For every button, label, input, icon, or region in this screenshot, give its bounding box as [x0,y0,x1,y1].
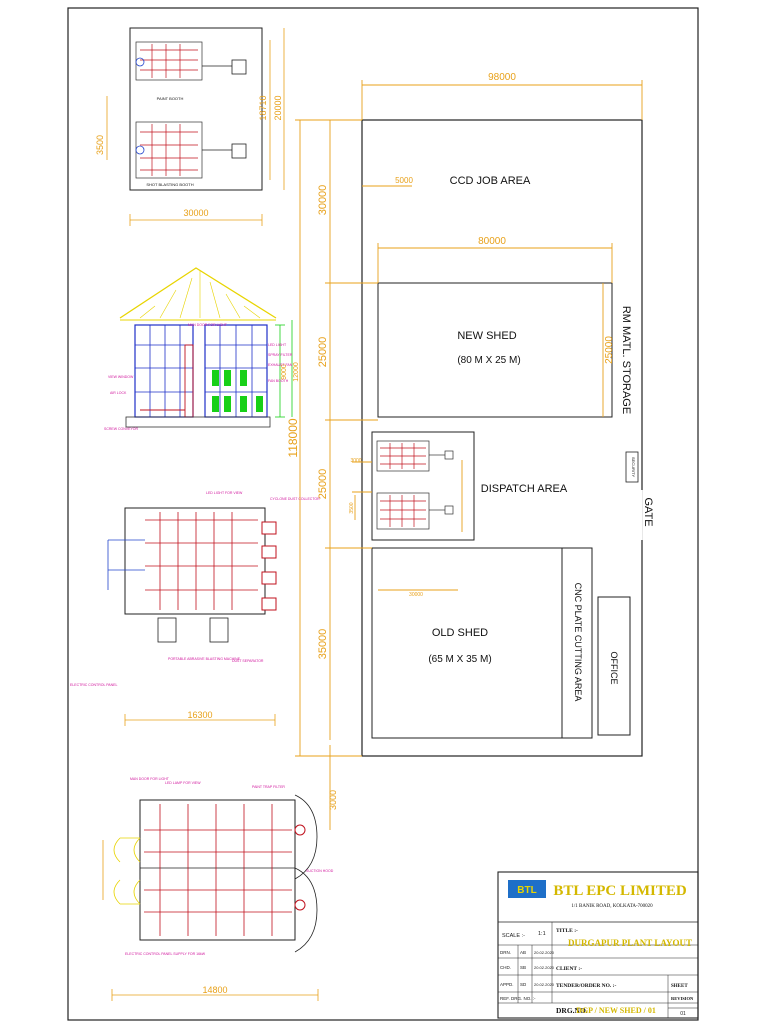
chd-initials: SB [520,965,526,970]
drg-no-label: DRG.NO. [556,1006,588,1015]
blast-booth-label: SHOT BLASTING BOOTH [146,182,193,187]
blast-plan-width-dim: 16300 [187,710,212,720]
elevation-callout-5: LED LIGHT [268,343,287,347]
rm-storage-label: RM MATL. STORAGE [620,306,632,414]
inset-h2-dim: 3500 [349,502,355,513]
booth-width-dim: 30000 [183,208,208,218]
elevation-height-left: 9000 [281,364,288,380]
appd-label: APPD. [500,982,514,987]
old-shed-label: OLD SHED [432,627,488,639]
mid-callout-2: CYCLONE DUST COLLECTOR [270,497,320,501]
dispatch-inset-booths [376,440,454,530]
ccd-offset-dim: 5000 [395,176,413,185]
chd-date: 20.02.2020 [534,965,555,970]
drn-date: 20.02.2020 [534,950,555,955]
new-shed-outline[interactable] [377,282,613,418]
overall-height-dim: 118000 [286,418,300,457]
scale-label: SCALE :- [502,933,525,939]
bottom-gap-dim: 3000 [328,790,338,810]
scale-value: 1:1 [538,931,546,937]
drn-initials: AB [520,950,526,955]
booth-elevation-view: 9000 12000 VIEW WINDOW AIR LOCK MAN DOOR… [104,267,300,431]
mid-callout-3: PORTABLE ABRASIVE BLASTING MACHINE [168,657,241,661]
elevation-callout-3: MAN DOOR FOR LIGHT [188,323,228,327]
paint-booth-label: PAINT BOOTH [157,96,184,101]
inset-width-dim: 30000 [409,592,423,598]
new-shed-label: NEW SHED [457,330,516,342]
mid-callout-1: LED LIGHT FOR VIEW [206,491,243,495]
old-shed-outline[interactable] [371,547,593,739]
new-shed-depth-dim: 25000 [604,336,615,364]
inset-h1-dim: 3000 [350,458,361,464]
title-label: TITLE :- [556,928,578,934]
revision-value: 01 [680,1011,686,1017]
low-callout-4: SUCTION HOOD [306,869,334,873]
chd-label: CHD. [500,965,511,970]
security-label: SECURITY [631,457,636,478]
low-callout-2: LED LAMP FOR VIEW [165,781,201,785]
elevation-callout-1: VIEW WINDOW [108,375,134,379]
booth-height-a-dim: 18710 [258,95,268,120]
site-layout: CCD JOB AREA NEW SHED (80 M X 25 M) RM M… [286,72,654,830]
office-label: OFFICE [609,652,619,685]
dispatch-area-label: DISPATCH AREA [481,483,568,495]
office-outline[interactable] [597,596,631,736]
booth-plan-frame [129,27,263,191]
ccd-area-label: CCD JOB AREA [450,175,531,187]
overall-width-dim: 98000 [488,72,516,83]
drg-no-value: DGP / NEW SHED / 01 [576,1006,656,1015]
blast-booth-plan: 16300 LED LIGHT FOR VIEW CYCLONE DUST CO… [70,491,320,726]
paint-booth-plan: 14800 MAN DOOR FOR LIGHT LED LAMP FOR VI… [102,777,334,1001]
paint-plan-width-dim: 14800 [202,985,227,995]
client-label: CLIENT :- [556,966,582,972]
old-shed-band-dim: 35000 [317,629,329,660]
company-logo [508,880,546,898]
elevation-callout-6: SPRAY FILTER [268,353,293,357]
cnc-area-label: CNC PLATE CUTTING AREA [573,583,583,702]
booth-offset-dim: 3500 [95,135,105,155]
site-dimension-lines [295,80,643,830]
mid-callout-4: DUST SEPARATOR [232,659,264,663]
elevation-callout-4: SCREW CONVEYOR [104,427,139,431]
elevation-callout-7: EXHAUST FAN [268,363,293,367]
appd-initials: SD [520,982,527,987]
booth-height-b-dim: 20000 [273,95,283,120]
site-boundary [361,119,643,757]
dispatch-inset-frame [371,431,475,541]
low-callout-1: MAN DOOR FOR LIGHT [130,777,170,781]
logo-text: BTL [517,885,536,896]
new-shed-length-dim: 80000 [478,236,506,247]
drn-label: DRN. [500,950,511,955]
new-shed-size: (80 M X 25 M) [457,355,520,366]
security-cabin[interactable] [625,451,639,483]
old-shed-size: (65 M X 35 M) [428,654,491,665]
low-callout-3: PAINT TRAP FILTER [252,785,285,789]
booth-plan-view: PAINT BOOTH SHOT BLASTING BOOTH 30000 18… [95,27,285,226]
ref-drg-label: REF. DRG. NO. :- [500,996,536,1001]
revision-label: REVISION [671,996,694,1001]
drawing-title: DURGAPUR PLANT LAYOUT [568,938,692,948]
company-address: 1/1 BANIK ROAD, KOLKATA-700020 [571,904,653,909]
drawing-border [67,7,699,1021]
elevation-callout-8: FAN BOOTH [268,379,289,383]
title-block: BTL BTL EPC LIMITED 1/1 BANIK ROAD, KOLK… [497,871,699,1019]
tender-label: TENDER/ORDER NO. :- [556,983,617,989]
low-callout-5: ELECTRIC CONTROL PANEL SUPPLY FOR 16kW [125,952,206,956]
mid-callout-5: ELECTRIC CONTROL PANEL [70,683,118,687]
new-shed-band-dim: 25000 [317,337,329,368]
elevation-height-right: 12000 [293,362,300,382]
elevation-callout-2: AIR LOCK [110,391,127,395]
gate-label: GATE [642,497,654,526]
company-name: BTL EPC LIMITED [553,883,687,899]
dispatch-band-dim: 25000 [317,469,329,500]
appd-date: 20.02.2020 [534,982,555,987]
sheet-label: SHEET [671,984,688,989]
ccd-height-dim: 30000 [317,185,329,216]
